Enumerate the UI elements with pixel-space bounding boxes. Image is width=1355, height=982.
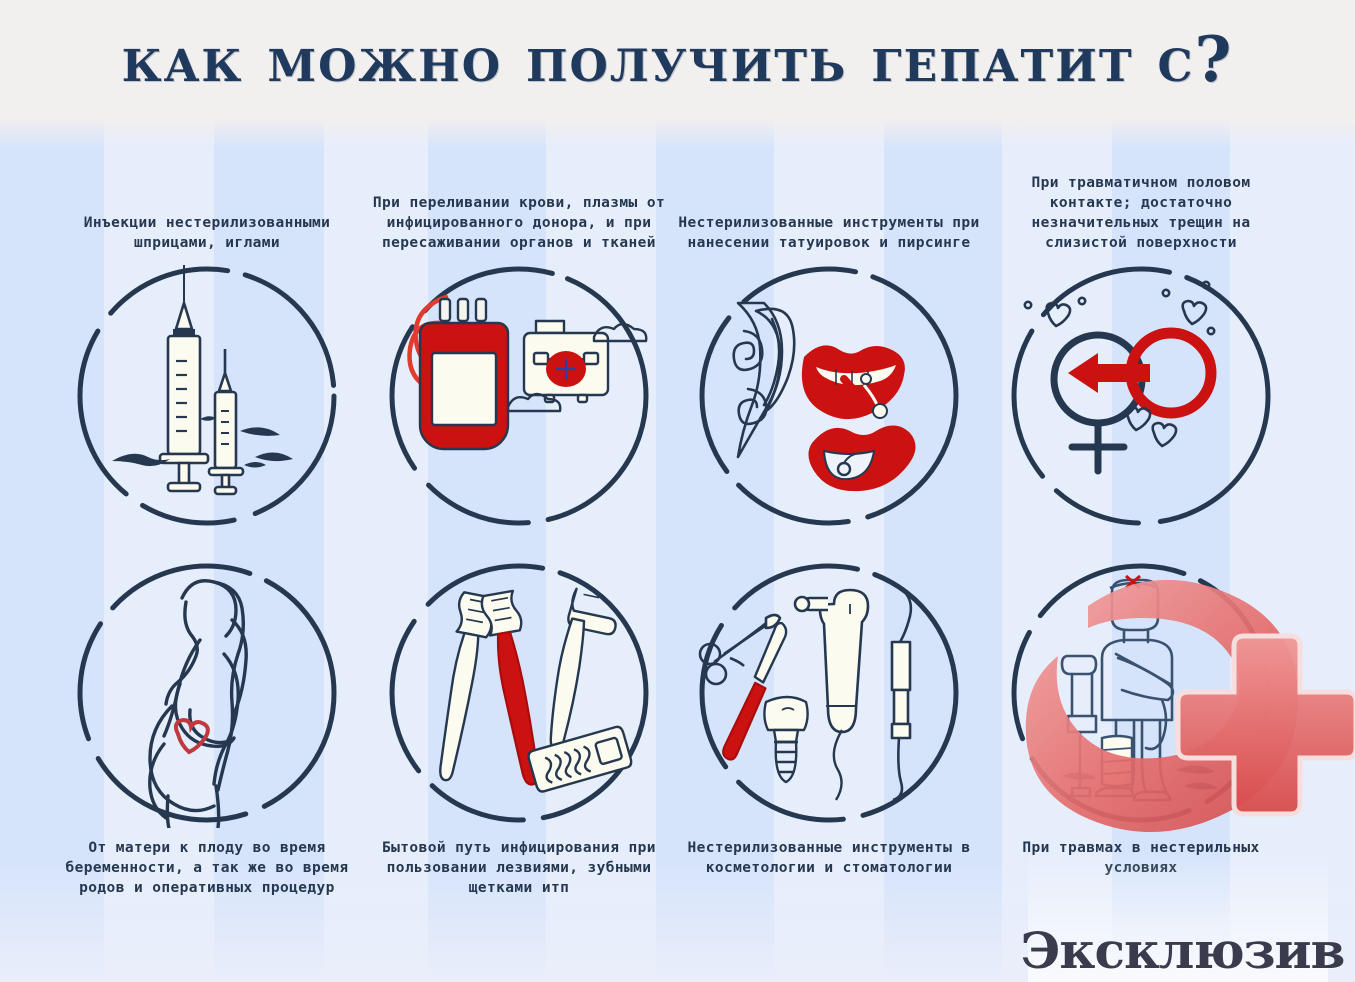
dashed-ring: [389, 563, 649, 823]
page-title: Как можно получить гепатит С?: [121, 22, 1234, 96]
pregnant-woman-icon: [148, 579, 248, 828]
card-illustration: [384, 558, 654, 828]
card-caption: При переливании крови, плазмы от инфицир…: [372, 195, 666, 251]
dashed-ring: [77, 266, 337, 526]
gender-symbols-icon: [1023, 280, 1217, 475]
dashed-ring: [77, 563, 337, 823]
card-illustration: [72, 558, 342, 828]
card-illustration: [694, 558, 964, 828]
card-caption: При травматичном половом контакте; доста…: [1031, 175, 1251, 251]
dashed-ring: [699, 563, 959, 823]
card-illustration: [384, 261, 654, 531]
card-caption: Инъекции нестерилизованными шприцами, иг…: [83, 215, 331, 251]
dashed-ring: [389, 266, 649, 526]
decorative-strokes: [112, 416, 293, 468]
card-mother-to-child: От матери к плоду во время беременности,…: [52, 558, 362, 898]
card-injections: Инъекции нестерилизованными шприцами, иг…: [52, 136, 362, 531]
card-illustration: [1006, 261, 1276, 531]
card-injuries: При травмах в нестерильных условиях: [986, 558, 1296, 878]
header-band: [0, 0, 1355, 118]
card-illustration: [1006, 558, 1276, 828]
dashed-ring: [699, 266, 959, 526]
tattoo-lips-piercing-icon: [732, 301, 916, 492]
card-illustration: [72, 261, 342, 531]
injured-person-crutch-icon: [1060, 574, 1218, 802]
dental-tools-icon: [698, 586, 913, 802]
dashed-ring: [1011, 266, 1271, 526]
blood-bag-icon: [407, 294, 648, 451]
card-household: Бытовой путь инфицирования при пользован…: [364, 558, 674, 898]
toothbrush-razor-icon: [439, 587, 633, 793]
card-cosmetology-dentistry: Нестерилизованные инструменты в косметол…: [674, 558, 984, 878]
card-caption: Бытовой путь инфицирования при пользован…: [382, 840, 656, 896]
syringes-icon: [112, 265, 293, 496]
lips-lower: [808, 425, 916, 492]
card-caption: При травмах в нестерильных условиях: [1022, 840, 1260, 876]
page-title-wrap: Как можно получить гепатит С?: [0, 0, 1355, 118]
card-caption: Нестерилизованные инструменты при нанесе…: [678, 215, 980, 251]
lips-upper: [801, 345, 905, 420]
header-band-fade: [0, 118, 1355, 148]
card-transfusion: При переливании крови, плазмы от инфицир…: [364, 136, 674, 531]
card-sexual-contact: При травматичном половом контакте; доста…: [986, 136, 1296, 531]
heart-icon: [173, 717, 210, 755]
card-caption: Нестерилизованные инструменты в косметол…: [687, 840, 971, 876]
card-caption: От матери к плоду во время беременности,…: [65, 840, 349, 896]
male-arrow: [1068, 353, 1150, 393]
card-tattoo-piercing: Нестерилизованные инструменты при нанесе…: [674, 136, 984, 531]
card-illustration: [694, 261, 964, 531]
